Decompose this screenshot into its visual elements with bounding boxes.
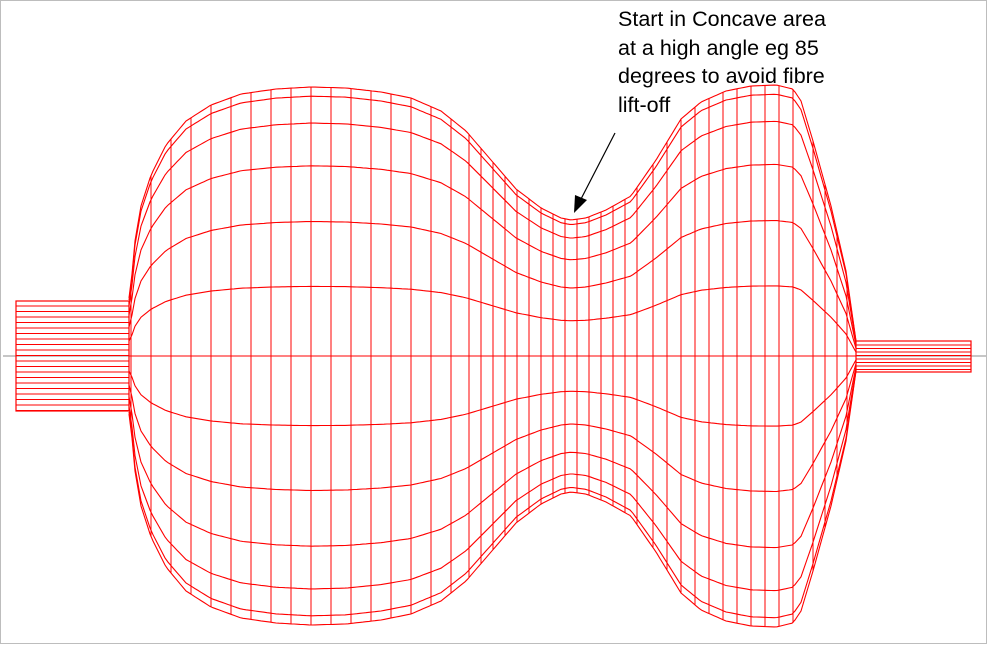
mesh-longitudinal-line bbox=[128, 285, 857, 353]
mesh-longitudinal-line bbox=[128, 363, 857, 493]
pointer-arrow bbox=[574, 132, 616, 213]
mesh-longitudinal-line bbox=[128, 370, 857, 619]
mesh-longitudinal-line bbox=[128, 120, 857, 344]
mesh-longitudinal-lines bbox=[128, 84, 857, 628]
left-end-shaft bbox=[15, 300, 130, 412]
annotation-line: at a high angle eg 85 bbox=[618, 35, 819, 60]
annotation-line: Start in Concave area bbox=[618, 7, 826, 31]
mesh-longitudinal-line bbox=[128, 359, 857, 427]
mesh-longitudinal-line bbox=[128, 368, 857, 592]
mesh-longitudinal-line bbox=[128, 163, 857, 346]
mesh-longitudinal-line bbox=[128, 219, 857, 349]
annotation-text: Start in Concave area at a high angle eg… bbox=[618, 5, 918, 119]
right-end-shaft bbox=[855, 340, 972, 373]
mesh-longitudinal-line bbox=[128, 93, 857, 342]
mesh-longitudinal-line bbox=[128, 370, 857, 628]
annotation-line: degrees to avoid fibre bbox=[618, 64, 825, 88]
mesh-longitudinal-line bbox=[128, 84, 857, 342]
annotation-line: lift-off bbox=[618, 92, 671, 117]
mesh-longitudinal-line bbox=[128, 366, 857, 549]
